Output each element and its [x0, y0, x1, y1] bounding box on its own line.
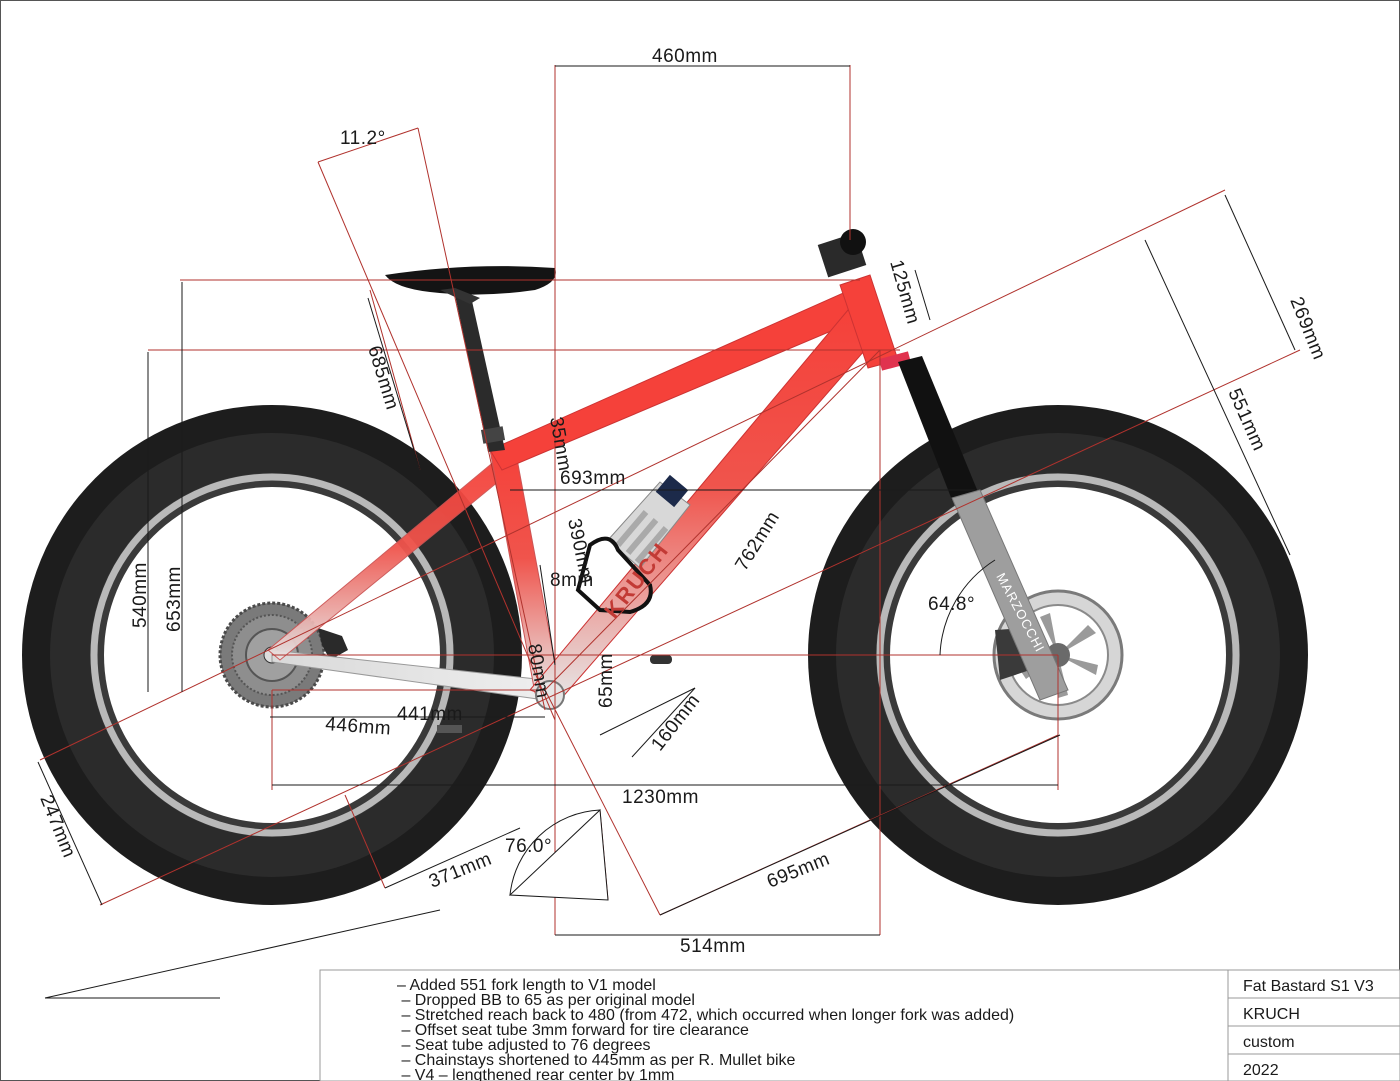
dim-540: 540mm [130, 562, 151, 628]
dim-460: 460mm [652, 46, 718, 67]
dim-441: 441mm [397, 704, 463, 725]
note-line: – Dropped BB to 65 as per original model [397, 992, 695, 1009]
dim-514: 514mm [680, 936, 746, 957]
dim-160: 160mm [647, 690, 704, 755]
dim-269: 269mm [1285, 294, 1329, 363]
revision-notes: – Added 551 fork length to V1 model – Dr… [319, 969, 1229, 1081]
note-line: – Stretched reach back to 480 (from 472,… [397, 1007, 1014, 1024]
note-line: – Chainstays shortened to 445mm as per R… [397, 1052, 796, 1069]
title-block: Fat Bastard S1 V3 KRUCH custom 2022 [1227, 969, 1400, 1081]
note-line: – Added 551 fork length to V1 model [397, 977, 656, 994]
dim-1230: 1230mm [622, 787, 699, 808]
pedal [650, 655, 672, 664]
seatpost-saddle [385, 266, 556, 452]
dim-762: 762mm [731, 508, 784, 575]
water-bottle [575, 474, 691, 615]
seat-angle-wedge [508, 808, 609, 901]
title-block-type: custom [1243, 1034, 1295, 1051]
dim-685: 685mm [363, 343, 402, 412]
title-block-builder: KRUCH [1243, 1006, 1300, 1023]
fork [898, 356, 1069, 701]
note-line: – Seat tube adjusted to 76 degrees [397, 1037, 651, 1054]
dim-angle-11-2: 11.2° [340, 128, 386, 149]
dim-446: 446mm [325, 714, 392, 740]
dim-angle-64-8: 64.8° [928, 594, 975, 615]
title-block-year: 2022 [1243, 1062, 1279, 1079]
dim-551: 551mm [1223, 385, 1269, 454]
dim-695: 695mm [764, 848, 833, 892]
title-block-model: Fat Bastard S1 V3 [1243, 978, 1374, 995]
dim-125: 125mm [885, 258, 923, 327]
construction-lines [39, 65, 1301, 935]
dimension-lines [37, 65, 1296, 999]
head-angle-arc [939, 559, 996, 656]
dim-693: 693mm [560, 468, 626, 489]
dim-8: 8mm [550, 570, 594, 591]
note-line: – V4 – lengthened rear center by 1mm [397, 1067, 675, 1081]
dim-angle-76: 76.0° [505, 836, 552, 857]
note-line: – Offset seat tube 3mm forward for tire … [397, 1022, 749, 1039]
dim-371: 371mm [426, 848, 495, 892]
kickstand-plate [437, 725, 462, 733]
dim-653: 653mm [164, 566, 185, 632]
bike-frame [267, 229, 912, 710]
dim-65: 65mm [596, 653, 617, 708]
